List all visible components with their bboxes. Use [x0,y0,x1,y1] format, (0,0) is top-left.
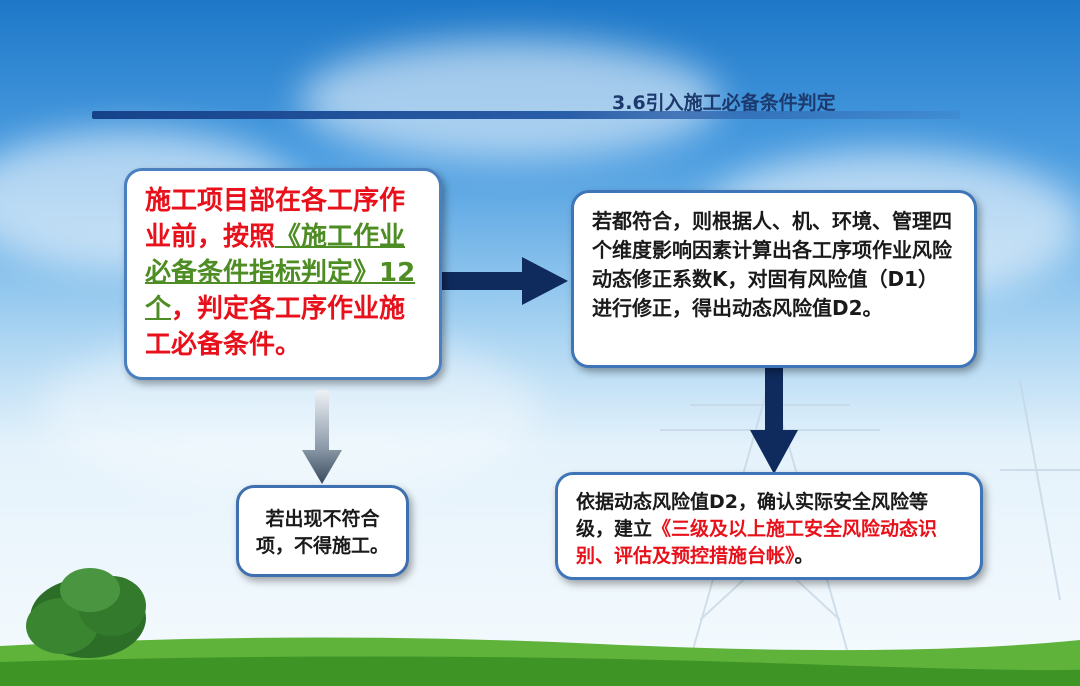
precondition-text: 施工项目部在各工序作业前，按照《施工作业必备条件指标判定》12个，判定各工序作业… [145,186,416,360]
indicator-reference-link: 《施工作业必备条件指标判定》12个 [145,222,416,324]
ledger-title: 《三级及以上施工安全风险动态识别、评估及预控措施台帐》 [576,518,938,567]
noncompliance-text: 若出现不符合项，不得施工。 [255,508,389,557]
arrow-right [442,257,568,305]
background-cloud [300,40,720,160]
risk-correction-text: 若都符合，则根据人、机、环境、管理四个维度影响因素计算出各工序项作业风险动态修正… [592,209,952,320]
step-box-noncompliance: 若出现不符合项，不得施工。 [236,485,409,577]
tree-graphic [26,568,146,658]
page-title: 3.6引入施工必备条件判定 [612,92,836,114]
step-box-risk-ledger: 依据动态风险值D2，确认实际安全风险等级，建立《三级及以上施工安全风险动态识别、… [555,472,983,580]
arrow-down-left [302,390,342,484]
step-box-precondition-check: 施工项目部在各工序作业前，按照《施工作业必备条件指标判定》12个，判定各工序作业… [124,168,442,380]
step-box-risk-correction: 若都符合，则根据人、机、环境、管理四个维度影响因素计算出各工序项作业风险动态修正… [571,190,977,368]
title-underline [92,111,960,119]
risk-ledger-text: 依据动态风险值D2，确认实际安全风险等级，建立《三级及以上施工安全风险动态识别、… [576,491,938,567]
arrow-down-right [750,368,798,474]
